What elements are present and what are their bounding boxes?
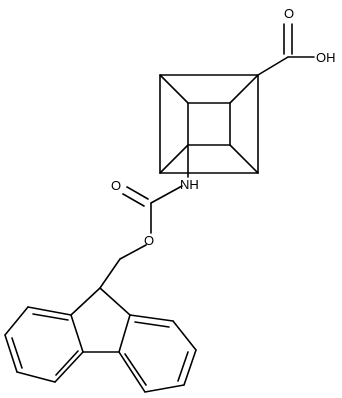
carbamate-double-bond (122, 193, 145, 207)
cage-bond (229, 74, 259, 104)
ch2-to-fluorenyl-bond (99, 258, 121, 289)
acid-oxygen-label: O (284, 6, 294, 21)
right-benzene-double-bond (177, 351, 189, 382)
cage-bond (159, 144, 189, 174)
carbamate-double-bond (126, 186, 149, 200)
fluorene-ring-bond (118, 314, 131, 353)
fluorene-ring-bond (70, 287, 101, 316)
ester-oxygen-to-ch2-bond (119, 244, 147, 260)
left-benzene-double-bond (55, 350, 79, 376)
amide-nitrogen-label: NH (180, 177, 199, 192)
ester-oxygen-label: O (144, 233, 154, 248)
right-benzene-bond (144, 384, 185, 393)
left-benzene-bond (4, 306, 29, 336)
right-benzene-bond (118, 351, 146, 393)
right-benzene-bond (172, 320, 197, 351)
left-benzene-double-bond (11, 337, 23, 369)
right-benzene-double-bond (124, 353, 147, 386)
cubane-cage (159, 74, 259, 174)
hydroxyl-label: OH (316, 50, 336, 65)
cage-bond (229, 144, 259, 174)
carbonyl-oxygen-label: O (111, 178, 121, 193)
fluorene-ring-bond (70, 314, 84, 353)
right-benzene-double-bond (134, 321, 170, 328)
left-benzene-double-bond (32, 313, 69, 321)
left-benzene-bond (16, 371, 56, 383)
nh-to-carbonyl-bond (150, 185, 183, 204)
carbamate-group: NH O O (99, 144, 199, 289)
left-benzene-bond (27, 306, 72, 316)
right-benzene-bond (183, 349, 197, 386)
right-benzene-bond (129, 314, 174, 322)
carboxylic-acid-group: O OH (257, 6, 336, 76)
fluorene-ring-bond (99, 287, 131, 316)
cage-bond (159, 74, 189, 104)
left-benzene-bond (4, 334, 18, 373)
left-benzene-bond (54, 351, 84, 383)
cage-to-carboxyl-bond (257, 56, 289, 76)
fluorenyl-group (4, 287, 197, 393)
